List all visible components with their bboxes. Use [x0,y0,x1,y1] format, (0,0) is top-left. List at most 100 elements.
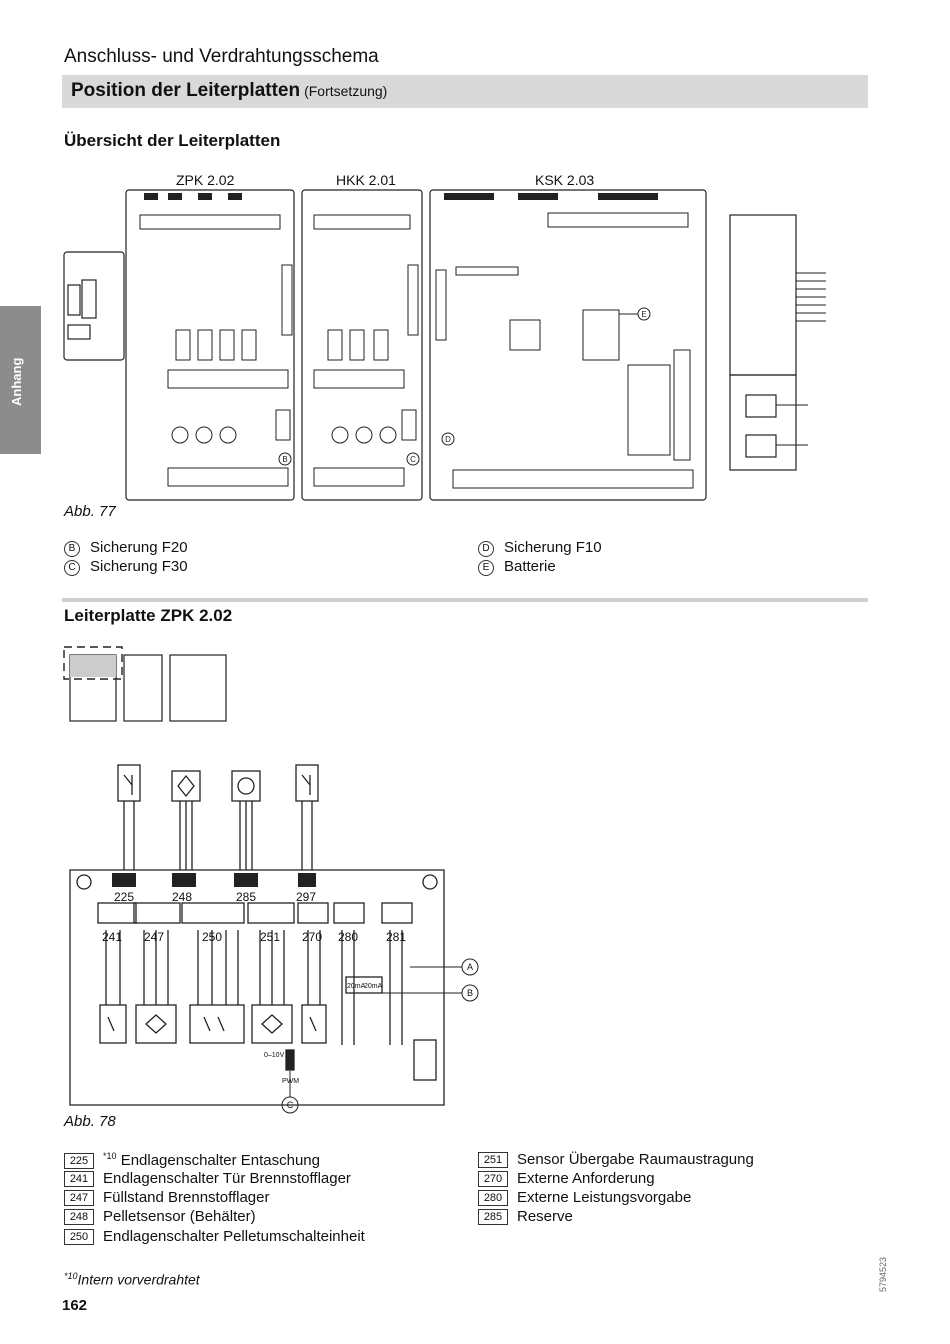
legend-code: 251 [478,1152,508,1168]
ksk-battery-holder [582,309,620,361]
zpk-relay-1 [175,329,191,361]
header-248 [172,873,196,887]
legend-text: Pelletsensor (Behälter) [103,1208,256,1225]
overview-callout-d-letter: D [445,435,451,444]
zpk-terminal-bottom [167,467,289,487]
legend-code: 225 [64,1153,94,1169]
band-subtitle: (Fortsetzung) [304,83,388,99]
footnote-text: Intern vorverdrahtet [77,1271,200,1288]
terminal-280 [333,902,365,924]
legend-text-d: Sicherung F10 [504,539,602,556]
legend-code: 280 [478,1190,508,1206]
footnote-mark: *10 [64,1271,78,1281]
label-248: 248 [172,890,192,904]
legend-text: Sensor Übergabe Raumaustragung [517,1151,754,1168]
locator-highlight-fill [70,655,116,677]
header-225 [112,873,136,887]
zpk-cap-1 [171,426,189,444]
module-small-terminal [67,324,91,340]
wire-297 [301,801,313,870]
zpk-cap-3 [219,426,237,444]
zpk-header-1 [144,193,158,200]
ksk-processor [509,319,541,351]
legend-code: 248 [64,1209,94,1225]
jumper-block [345,976,383,994]
zpk-relay-2 [197,329,213,361]
legend-row-285: 285 Reserve [478,1208,573,1225]
band-title: Position der Leiterplatten(Fortsetzung) [71,80,387,102]
label-281: 281 [386,930,406,944]
legend-code: 285 [478,1209,508,1225]
section-title: Anschluss- und Verdrahtungsschema [64,46,379,67]
module-right-stb [745,394,777,418]
module-right [729,214,797,376]
board-label-zpk: ZPK 2.02 [176,172,235,188]
legend-row-241: 241 Endlagenschalter Tür Brennstofflager [64,1170,351,1187]
legend-text: Endlagenschalter Tür Brennstofflager [103,1170,351,1187]
board-switch-contacts [107,1016,317,1032]
board-label-hkk: HKK 2.01 [336,172,396,188]
legend-text: Endlagenschalter Entaschung [120,1152,320,1169]
legend-code: 241 [64,1171,94,1187]
overview-callout-c [406,452,420,466]
hkk-relay-1 [327,329,343,361]
module-right-lower [729,374,797,471]
hkk-terminal-bottom [313,467,405,487]
zpk-relay-3 [219,329,235,361]
legend-row-248: 248 Pelletsensor (Behälter) [64,1208,256,1225]
overview-callout-b-letter: B [282,455,287,464]
legend-text-c: Sicherung F30 [90,558,188,575]
locator-board-ksk [169,654,227,722]
label-241: 241 [102,930,122,944]
zpk-heading: Leiterplatte ZPK 2.02 [64,606,233,625]
hkk-fuse-holder [401,409,417,441]
legend-row-225: 225*10 Endlagenschalter Entaschung [64,1151,320,1169]
legend-text: Externe Leistungsvorgabe [517,1189,692,1206]
jumper-label-20ma-2: 20mA [364,983,383,990]
jumper-label-20ma-1: 20mA [347,983,366,990]
board-switch-250 [189,1004,245,1044]
hkk-relay-2 [349,329,365,361]
board-wires-analog [341,930,403,1045]
overview-callout-b [278,452,292,466]
figure-caption-77: Abb. 77 [64,503,116,520]
module-small [63,251,125,361]
ksk-relay-block [627,364,671,456]
fuse-holder-c [413,1039,437,1081]
label-280: 280 [338,930,358,944]
legend-marker-b: B [64,541,80,557]
locator-board-hkk [123,654,163,722]
zpk-header-4 [228,193,242,200]
jumper-label-010v: 0–10V [264,1052,285,1059]
board-label-ksk: KSK 2.03 [535,172,595,188]
wire-248 [179,801,193,870]
zpk-header-2 [168,193,182,200]
header-297 [298,873,316,887]
title-band: Position der Leiterplatten(Fortsetzung) [62,75,868,108]
legend-text: Reserve [517,1208,573,1225]
overview-board-diagram: B C D E [63,189,826,501]
board-hkk [301,189,423,501]
legend-marker-d: D [478,541,494,557]
wire-225 [123,801,135,870]
module-small-part-1 [67,284,81,316]
module-small-part-2 [81,279,97,319]
callout-c [281,1096,299,1114]
overview-callout-c-letter: C [410,455,416,464]
terminal-281 [381,902,413,924]
legend-item-d: D Sicherung F10 [478,539,602,557]
mount-hole-left [76,874,92,890]
label-225: 225 [114,890,134,904]
ksk-terminal-right [673,349,691,461]
hkk-terminal-mid [313,369,405,389]
ksk-header-1 [444,193,494,200]
terminal-251 [247,902,295,924]
legend-code: 250 [64,1229,94,1245]
board-ksk [429,189,707,501]
ext-switch-297 [295,764,319,802]
hkk-cap-2 [355,426,373,444]
ext-sensor-285-symbol [237,777,255,795]
